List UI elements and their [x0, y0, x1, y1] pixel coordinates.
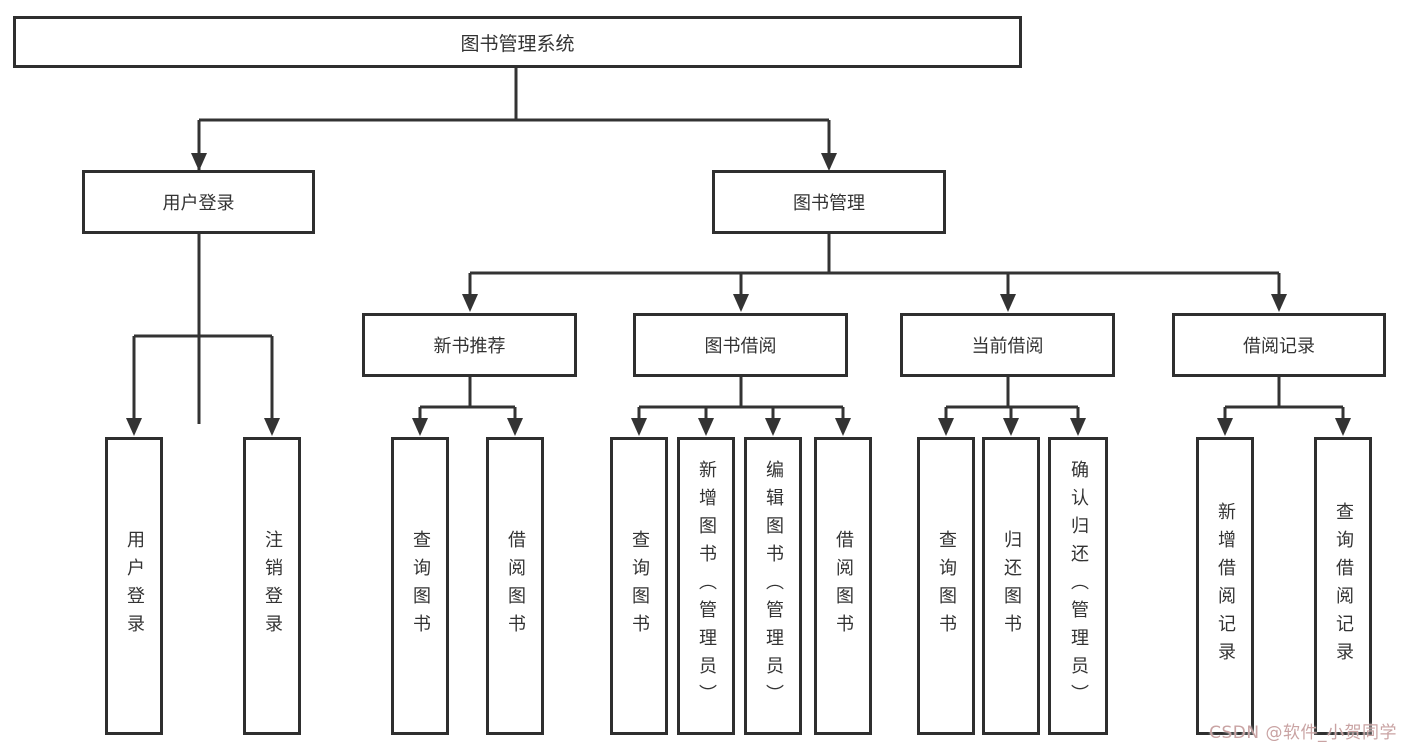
csdn-watermark: CSDN @软件_小贺同学	[1209, 723, 1397, 743]
leaf-confirm-return-admin: 确认归还（管理员）	[1048, 437, 1108, 735]
leaf-add-books-admin: 新增图书（管理员）	[677, 437, 735, 735]
tree-edges	[132, 68, 1345, 424]
node-user-login: 用户登录	[82, 170, 315, 234]
node-book-management: 图书管理	[712, 170, 946, 234]
leaf-query-books-current: 查询图书	[917, 437, 975, 735]
node-system-root: 图书管理系统	[13, 16, 1022, 68]
leaf-add-borrow-record: 新增借阅记录	[1196, 437, 1254, 735]
leaf-borrow-books: 借阅图书	[814, 437, 872, 735]
node-current-borrow: 当前借阅	[900, 313, 1115, 377]
node-book-borrow: 图书借阅	[633, 313, 848, 377]
node-borrow-records: 借阅记录	[1172, 313, 1386, 377]
leaf-user-login: 用户登录	[105, 437, 163, 735]
leaf-borrow-books-recommend: 借阅图书	[486, 437, 544, 735]
leaf-query-borrow-record: 查询借阅记录	[1314, 437, 1372, 735]
leaf-edit-books-admin: 编辑图书（管理员）	[744, 437, 802, 735]
leaf-logout: 注销登录	[243, 437, 301, 735]
node-new-book-recommend: 新书推荐	[362, 313, 577, 377]
leaf-return-books: 归还图书	[982, 437, 1040, 735]
leaf-query-books-recommend: 查询图书	[391, 437, 449, 735]
leaf-query-books-borrow: 查询图书	[610, 437, 668, 735]
arrowheads	[126, 153, 1351, 436]
